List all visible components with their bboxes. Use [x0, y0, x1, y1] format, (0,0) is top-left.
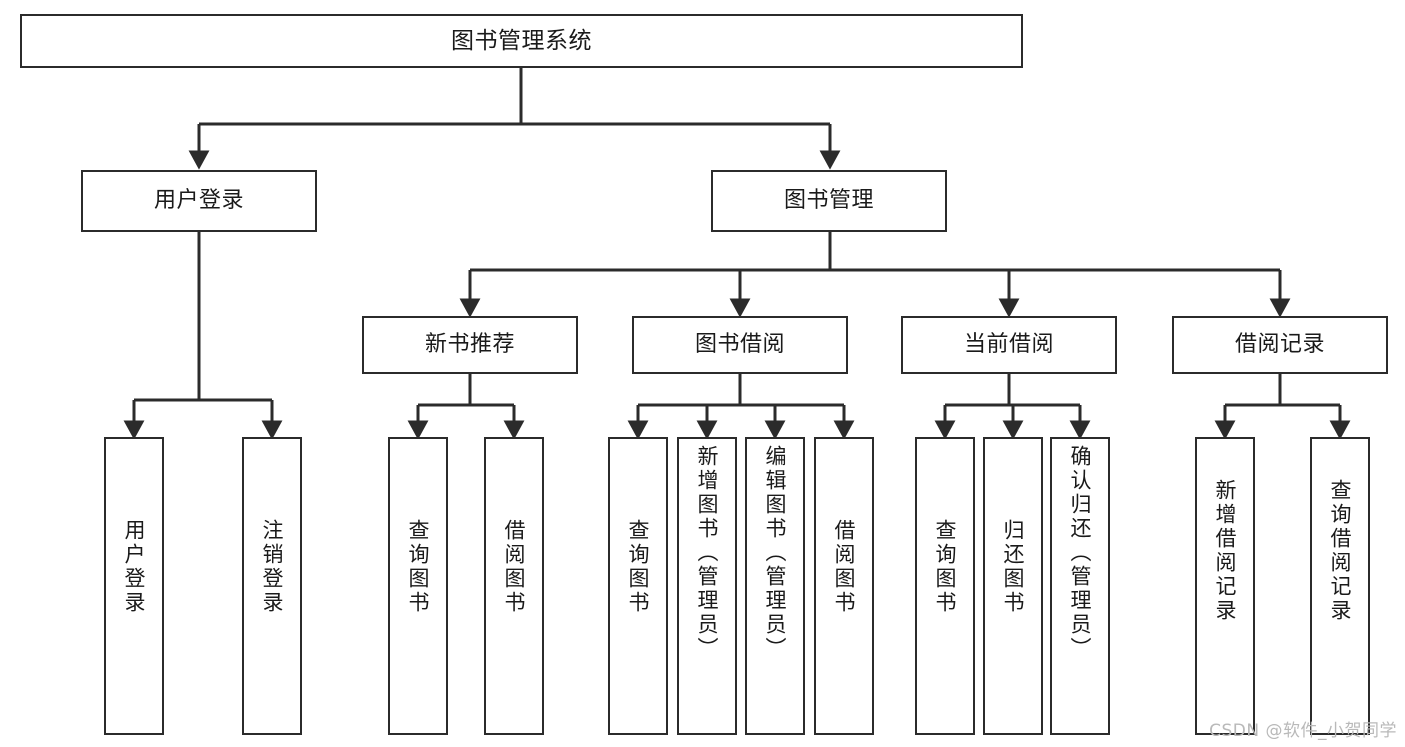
node-label: 图书借阅 — [694, 332, 785, 358]
leaf-borrow-book-1[interactable]: 借阅图书 — [484, 437, 544, 735]
node-label: 用户登录 — [153, 188, 244, 214]
node-label: 编辑图书（管理员） — [763, 445, 788, 661]
leaf-logout-login[interactable]: 注销登录 — [242, 437, 302, 735]
node-label: 图书管理系统 — [451, 27, 592, 54]
node-label: 图书管理 — [783, 188, 874, 214]
leaf-edit-book[interactable]: 编辑图书（管理员） — [745, 437, 805, 735]
leaf-confirm-return[interactable]: 确认归还（管理员） — [1050, 437, 1110, 735]
watermark: CSDN @软件_小贺同学 — [1209, 721, 1397, 741]
node-label: 归还图书 — [1001, 519, 1026, 615]
node-root-system[interactable]: 图书管理系统 — [20, 14, 1023, 68]
leaf-return-book[interactable]: 归还图书 — [983, 437, 1043, 735]
leaf-query-book-3[interactable]: 查询图书 — [915, 437, 975, 735]
node-borrow-record[interactable]: 借阅记录 — [1172, 316, 1388, 374]
leaf-borrow-book-2[interactable]: 借阅图书 — [814, 437, 874, 735]
node-label: 借阅图书 — [832, 519, 857, 615]
node-user-login[interactable]: 用户登录 — [81, 170, 317, 232]
node-label: 查询图书 — [626, 519, 651, 615]
node-label: 查询图书 — [406, 519, 431, 615]
node-current-borrow[interactable]: 当前借阅 — [901, 316, 1117, 374]
node-label: 新增图书（管理员） — [695, 445, 720, 661]
leaf-query-record[interactable]: 查询借阅记录 — [1310, 437, 1370, 735]
leaf-query-book-1[interactable]: 查询图书 — [388, 437, 448, 735]
node-label: 借阅记录 — [1234, 332, 1325, 358]
node-label: 新增借阅记录 — [1213, 479, 1238, 623]
node-book-manage[interactable]: 图书管理 — [711, 170, 947, 232]
node-label: 新书推荐 — [424, 332, 515, 358]
leaf-user-login[interactable]: 用户登录 — [104, 437, 164, 735]
node-book-borrow[interactable]: 图书借阅 — [632, 316, 848, 374]
node-label: 注销登录 — [260, 519, 285, 615]
leaf-add-book[interactable]: 新增图书（管理员） — [677, 437, 737, 735]
node-label: 确认归还（管理员） — [1068, 445, 1093, 661]
node-label: 查询借阅记录 — [1328, 479, 1353, 623]
leaf-add-record[interactable]: 新增借阅记录 — [1195, 437, 1255, 735]
node-label: 用户登录 — [122, 519, 147, 615]
node-label: 当前借阅 — [963, 332, 1054, 358]
leaf-query-book-2[interactable]: 查询图书 — [608, 437, 668, 735]
node-label: 查询图书 — [933, 519, 958, 615]
node-label: 借阅图书 — [502, 519, 527, 615]
node-new-book-rec[interactable]: 新书推荐 — [362, 316, 578, 374]
